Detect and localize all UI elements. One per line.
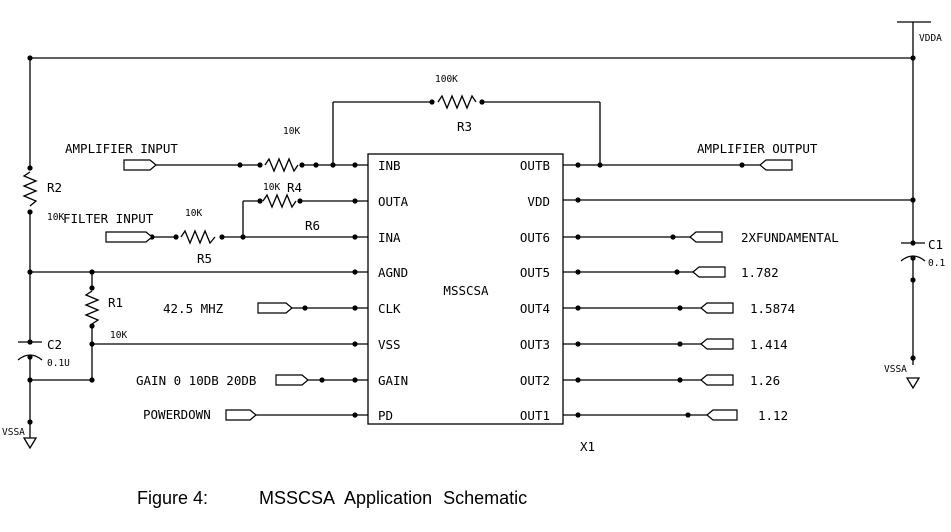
- chip-name: MSSCSA: [443, 283, 489, 298]
- port-amplifier-output: AMPLIFIER OUTPUT: [697, 141, 818, 171]
- out1-port-label: 1.12: [758, 408, 788, 423]
- powerdown-label: POWERDOWN: [143, 407, 211, 422]
- resistor-r3: 100K R3: [435, 74, 477, 134]
- caption-label: Figure 4:: [137, 488, 208, 508]
- c2-value: 0.1U: [47, 358, 70, 369]
- ground-vssa-right: VSSA: [884, 364, 921, 390]
- pin-out5-label: OUT5: [520, 265, 550, 280]
- capacitor-c2: C2 0.1U: [17, 337, 70, 369]
- r1-value: 10K: [110, 330, 127, 341]
- r3-ref: R3: [457, 119, 472, 134]
- pin-outb-label: OUTB: [520, 158, 550, 173]
- out5-port-label: 1.782: [741, 265, 779, 280]
- resistor-r5: 10K R5: [180, 208, 216, 266]
- out2-port-label: 1.26: [750, 373, 780, 388]
- amplifier-output-label: AMPLIFIER OUTPUT: [697, 141, 818, 156]
- port-powerdown: POWERDOWN: [143, 407, 257, 422]
- out4-port-label: 1.5874: [750, 301, 795, 316]
- vssa-left-label: VSSA: [2, 427, 25, 438]
- port-out4: 1.5874: [700, 301, 795, 316]
- port-out6: 2XFUNDAMENTAL: [689, 230, 839, 245]
- figure-caption: Figure 4: MSSCSA Application Schematic: [137, 488, 527, 508]
- r4-ref: R4: [287, 180, 302, 195]
- port-clock: 42.5 MHZ: [163, 301, 293, 316]
- filter-input-label: FILTER INPUT: [63, 211, 154, 226]
- port-filter-input: FILTER INPUT: [63, 211, 154, 243]
- port-gain: GAIN 0 10DB 20DB: [136, 373, 309, 388]
- chip-ref: X1: [580, 439, 595, 454]
- clock-label: 42.5 MHZ: [163, 301, 224, 316]
- pin-out3-label: OUT3: [520, 337, 550, 352]
- chip-msscsa: MSSCSA INB OUTA INA AGND CLK VSS GAIN PD…: [367, 153, 595, 454]
- gain-label: GAIN 0 10DB 20DB: [136, 373, 256, 388]
- c1-value: 0.1: [928, 258, 945, 269]
- resistor-r4: 10K R4: [264, 126, 302, 195]
- r3-value: 100K: [435, 74, 458, 85]
- out3-port-label: 1.414: [750, 337, 788, 352]
- r2-value: 10K: [47, 212, 64, 223]
- r6-value: 10K: [263, 182, 280, 193]
- pin-out4-label: OUT4: [520, 301, 550, 316]
- resistor-r1: R1 10K: [84, 290, 127, 341]
- pin-outa-label: OUTA: [378, 194, 409, 209]
- port-out5: 1.782: [692, 265, 779, 280]
- pin-vss-label: VSS: [378, 337, 401, 352]
- r2-ref: R2: [47, 180, 62, 195]
- c2-ref: C2: [47, 337, 62, 352]
- port-out2: 1.26: [700, 373, 780, 388]
- pin-out2-label: OUT2: [520, 373, 550, 388]
- pin-vdd-label: VDD: [527, 194, 550, 209]
- pin-out1-label: OUT1: [520, 408, 550, 423]
- resistor-r6: 10K R6: [262, 182, 320, 233]
- vdda-label: VDDA: [919, 33, 942, 44]
- port-amplifier-input: AMPLIFIER INPUT: [65, 141, 178, 171]
- r5-value: 10K: [185, 208, 202, 219]
- caption-title: MSSCSA Application Schematic: [259, 488, 527, 508]
- capacitor-c1: C1 0.1: [900, 237, 945, 269]
- r4-value: 10K: [283, 126, 300, 137]
- c1-ref: C1: [928, 237, 943, 252]
- wires: [29, 21, 931, 438]
- r1-ref: R1: [108, 295, 123, 310]
- pin-inb-label: INB: [378, 158, 401, 173]
- r5-ref: R5: [197, 251, 212, 266]
- port-out1: 1.12: [706, 408, 788, 423]
- pin-gain-label: GAIN: [378, 373, 408, 388]
- vssa-right-label: VSSA: [884, 364, 907, 375]
- out6-port-label: 2XFUNDAMENTAL: [741, 230, 839, 245]
- pin-out6-label: OUT6: [520, 230, 550, 245]
- amplifier-input-label: AMPLIFIER INPUT: [65, 141, 178, 156]
- port-out3: 1.414: [700, 337, 788, 352]
- pin-ina-label: INA: [378, 230, 401, 245]
- resistor-r2: R2 10K: [22, 171, 64, 223]
- pin-pd-label: PD: [378, 408, 393, 423]
- pin-agnd-label: AGND: [378, 265, 408, 280]
- r6-ref: R6: [305, 218, 320, 233]
- pin-clk-label: CLK: [378, 301, 401, 316]
- ground-vssa-left: VSSA: [2, 427, 38, 450]
